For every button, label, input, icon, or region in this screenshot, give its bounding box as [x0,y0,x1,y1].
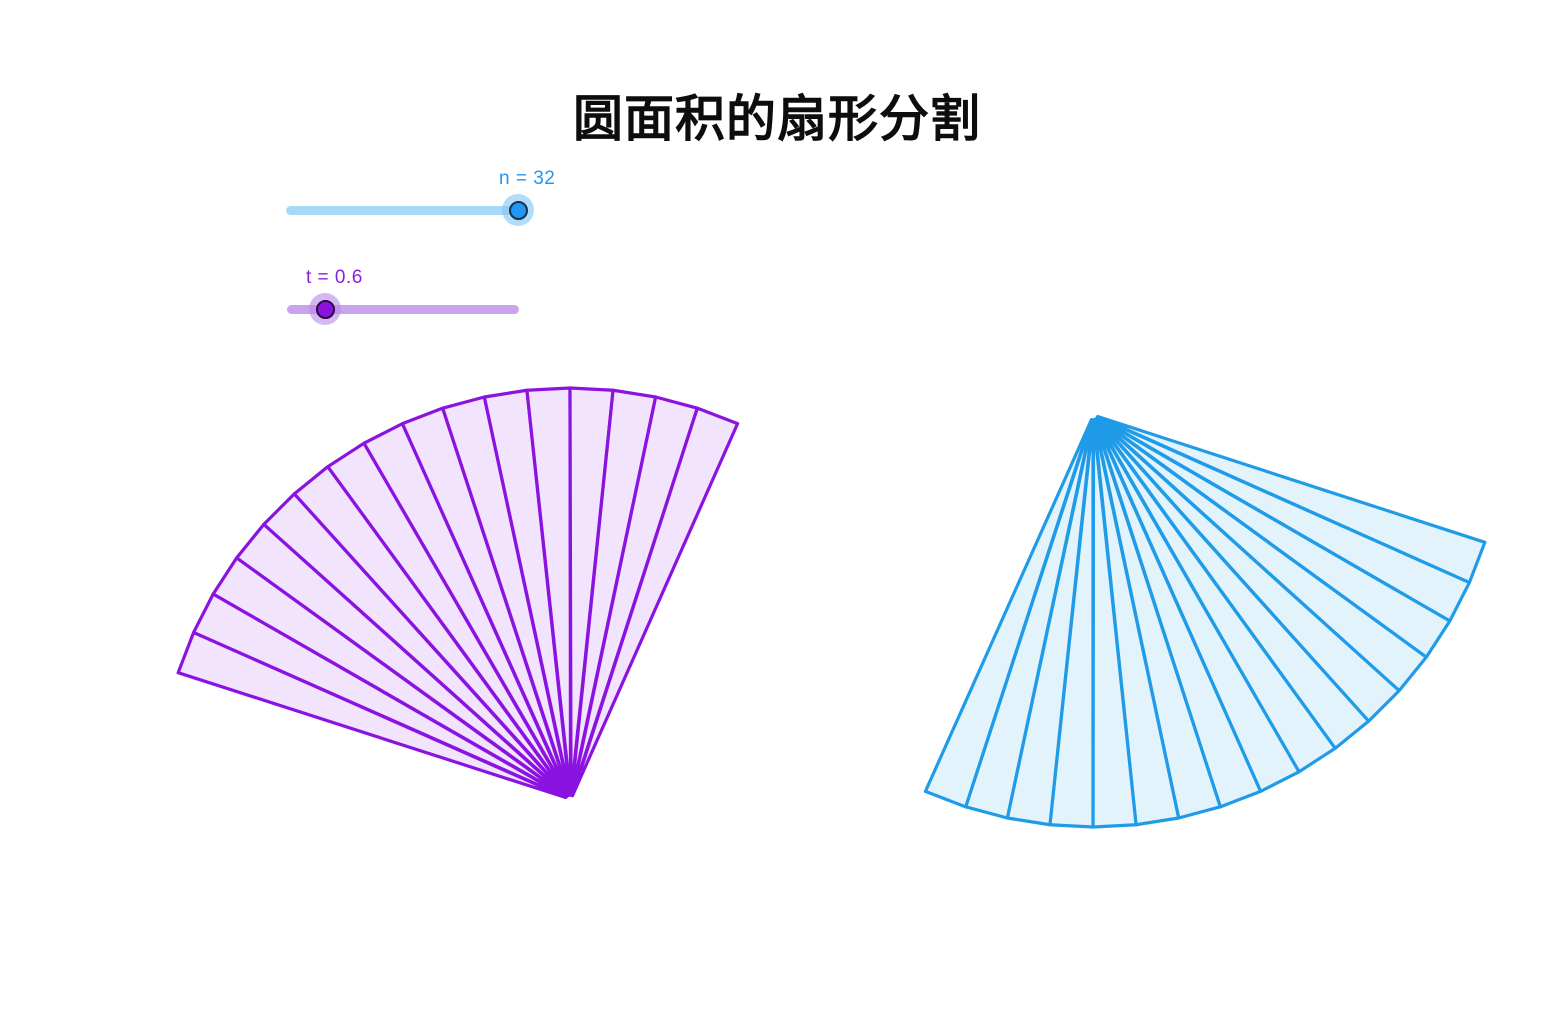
slider-t-label: t = 0.6 [306,267,363,288]
slider-t-thumb[interactable] [309,293,341,325]
slider-n-sectors[interactable]: n = 32 [286,168,555,228]
slider-t-track[interactable] [287,305,519,314]
slider-n-knob-icon [508,200,528,220]
slider-t-knob-icon [315,299,335,319]
slider-n-thumb[interactable] [502,194,534,226]
sector-wedge [923,418,1094,809]
slider-t-unroll[interactable]: t = 0.6 [287,267,527,327]
slider-n-track[interactable] [286,206,520,215]
lower-sector-band [923,414,1487,829]
slider-n-label: n = 32 [499,168,556,189]
sector-wedge [570,406,740,798]
page-title: 圆面积的扇形分割 [573,90,981,147]
upper-sector-band [176,386,740,800]
